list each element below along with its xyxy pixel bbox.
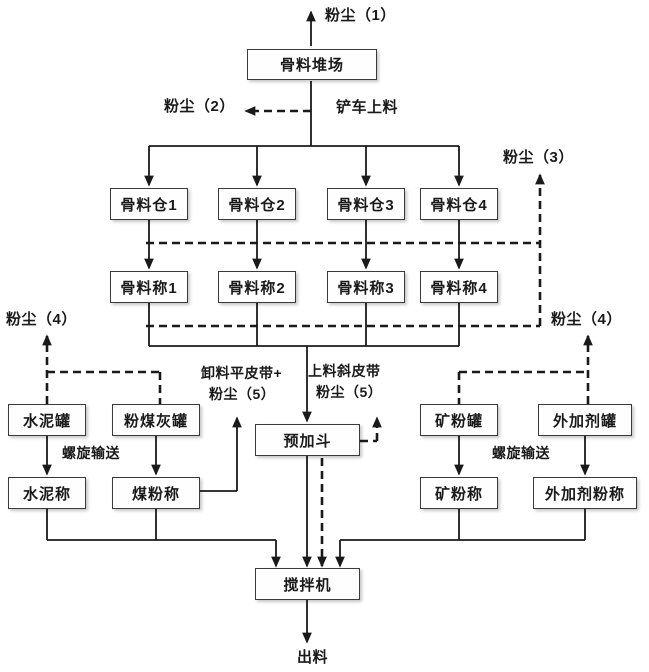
node-mixer: 搅拌机: [255, 568, 360, 600]
node-aggregate-bin-4: 骨料仓4: [420, 188, 498, 220]
node-mineral-powder-tank: 矿粉罐: [420, 404, 498, 436]
node-pre-hopper: 预加斗: [255, 424, 360, 456]
flow-lines: [42, 10, 590, 644]
dust-lines: [42, 106, 593, 568]
label-loader-feeding: 铲车上料: [336, 99, 399, 116]
node-cement-scale: 水泥称: [8, 477, 86, 509]
label-dust-4-left: 粉尘（4）: [6, 311, 77, 328]
label-screw-conveyor-left: 螺旋输送: [62, 445, 120, 461]
node-aggregate-scale-2: 骨料称2: [218, 271, 296, 303]
node-aggregate-scale-4: 骨料称4: [420, 271, 498, 303]
label-dust-3: 粉尘（3）: [503, 149, 574, 166]
label-dust-2: 粉尘（2）: [164, 98, 235, 115]
node-mineral-powder-scale: 矿粉称: [420, 477, 498, 509]
node-cement-tank: 水泥罐: [8, 404, 86, 436]
node-aggregate-yard: 骨料堆场: [247, 49, 377, 80]
node-aggregate-scale-1: 骨料称1: [110, 271, 188, 303]
node-aggregate-scale-3: 骨料称3: [327, 271, 405, 303]
label-screw-conveyor-right: 螺旋输送: [492, 445, 550, 461]
node-admixture-powder-scale: 外加剂粉称: [533, 477, 637, 509]
node-aggregate-bin-3: 骨料仓3: [327, 188, 405, 220]
label-dust-1: 粉尘（1）: [325, 7, 396, 24]
label-discharge: 出料: [297, 649, 329, 666]
label-flat-belt: 卸料平皮带+: [201, 365, 283, 381]
label-dust-5-right: 粉尘（5）: [316, 384, 383, 400]
label-dust-4-right: 粉尘（4）: [551, 311, 622, 328]
label-dust-5-left: 粉尘（5）: [209, 386, 276, 402]
label-inclined-belt: 上料斜皮带: [308, 363, 381, 379]
node-flyash-tank: 粉煤灰罐: [112, 404, 200, 436]
node-aggregate-bin-2: 骨料仓2: [218, 188, 296, 220]
node-admixture-tank: 外加剂罐: [538, 404, 632, 436]
node-aggregate-bin-1: 骨料仓1: [110, 188, 188, 220]
node-coal-powder-scale: 煤粉称: [112, 477, 200, 509]
